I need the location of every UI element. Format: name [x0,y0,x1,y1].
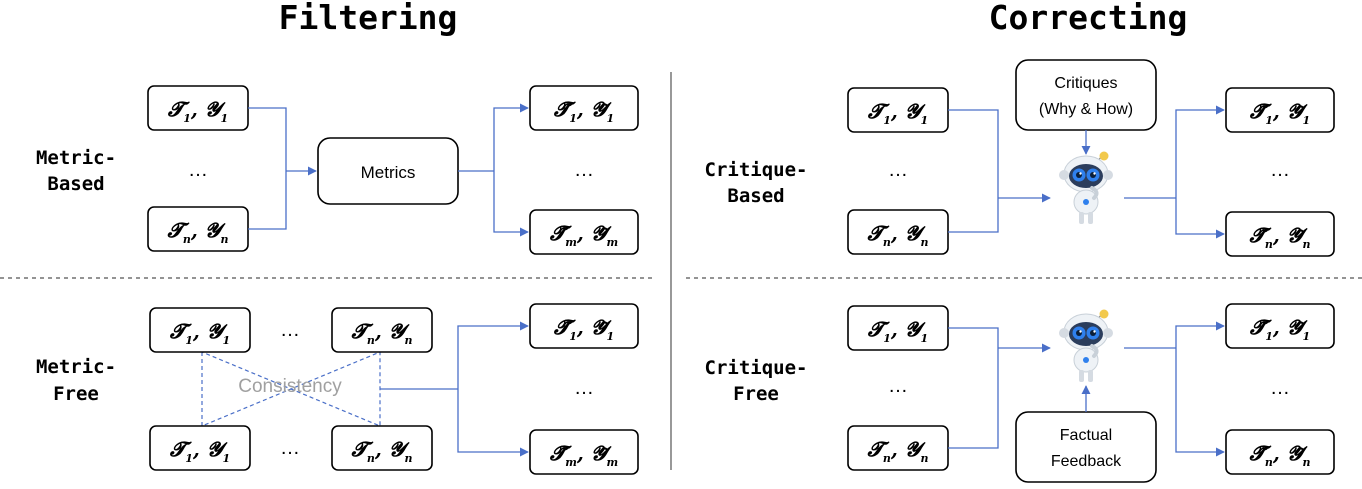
cb-output-dots: … [1270,159,1290,181]
svg-text:𝓣1, 𝓨1: 𝓣1, 𝓨1 [867,317,928,345]
mb-conn-top [248,107,287,171]
cf-output-dots: … [1270,377,1290,399]
svg-text:𝓣̃n, 𝓨̃n: 𝓣̃n, 𝓨̃n [1249,441,1311,469]
cf-input-top-node: 𝓣1, 𝓨1 [847,305,949,351]
mf-conn-out-top [457,321,529,389]
cb-conn-top [948,109,999,198]
metrics-node: Metrics [317,137,459,205]
svg-text:𝓣̃1, 𝓨̃1: 𝓣̃1, 𝓨̃1 [1249,315,1310,343]
metric-based-label-2: Based [47,173,104,195]
svg-text:𝓣n, 𝓨n: 𝓣n, 𝓨n [351,319,413,347]
mf-top-right-node: 𝓣n, 𝓨n [331,307,433,353]
cb-output-bottom-node: 𝓣̃n, 𝓨̃n [1225,211,1335,257]
svg-text:𝓣̃1, 𝓨̃1: 𝓣̃1, 𝓨̃1 [553,315,614,343]
consistency-text: Consistency [238,376,342,397]
critique-based-label-1: Critique- [705,159,808,181]
mf-output-bottom-node: 𝓣̃m, 𝓨̃m [529,429,639,475]
mf-bottom-left-node: 𝓣1, 𝓨1 [149,425,251,471]
cf-conn-out-top [1175,321,1225,348]
svg-text:𝓣n, 𝓨n: 𝓣n, 𝓨n [867,437,929,465]
svg-text:𝓣1, 𝓨1: 𝓣1, 𝓨1 [169,319,230,347]
mb-input-top-node: 𝓣1, 𝓨1 [147,85,249,131]
svg-text:𝓣̃m, 𝓨̃m: 𝓣̃m, 𝓨̃m [549,441,618,469]
mf-top-left-node: 𝓣1, 𝓨1 [149,307,251,353]
svg-text:𝓣n, 𝓨n: 𝓣n, 𝓨n [867,221,929,249]
svg-text:𝓣̃1, 𝓨̃1: 𝓣̃1, 𝓨̃1 [1249,99,1310,127]
mf-top-dots: … [280,319,300,341]
cb-output-top-node: 𝓣̃1, 𝓨̃1 [1225,87,1335,133]
filtering-title: Filtering [279,0,458,37]
metric-based-label-1: Metric- [36,147,116,169]
mf-output-dots: … [574,377,594,399]
svg-text:𝓣1, 𝓨1: 𝓣1, 𝓨1 [867,99,928,127]
mb-output-top-node: 𝓣̃1, 𝓨̃1 [529,85,639,131]
critiques-node: Critiques (Why & How) [1015,59,1157,131]
svg-text:𝓣n, 𝓨n: 𝓣n, 𝓨n [167,218,229,246]
cf-conn-top [948,327,999,348]
robot-icon [1057,149,1115,226]
mf-bottom-right-node: 𝓣n, 𝓨n [331,425,433,471]
cf-conn-out-bottom [1175,348,1225,457]
svg-text:𝓣̃1, 𝓨̃1: 𝓣̃1, 𝓨̃1 [553,97,614,125]
cf-conn-bottom [948,348,999,449]
cf-input-dots: … [888,375,908,397]
critique-free-label-2: Free [733,383,779,405]
cb-input-top-node: 𝓣1, 𝓨1 [847,87,949,133]
svg-text:𝓣1, 𝓨1: 𝓣1, 𝓨1 [167,97,228,125]
cb-conn-bottom [948,198,999,233]
mf-bottom-dots: … [280,437,300,459]
cf-input-bottom-node: 𝓣n, 𝓨n [847,425,949,471]
robot-icon [1057,307,1115,384]
cb-conn-out-bottom [1175,198,1225,239]
cb-input-bottom-node: 𝓣n, 𝓨n [847,209,949,255]
svg-text:𝓣̃n, 𝓨̃n: 𝓣̃n, 𝓨̃n [1249,223,1311,251]
mf-output-top-node: 𝓣̃1, 𝓨̃1 [529,303,639,349]
mb-conn-out-top [493,103,529,171]
cb-input-dots: … [888,159,908,181]
mb-input-dots: … [188,159,208,181]
critique-free-label-1: Critique- [705,357,808,379]
mb-output-dots: … [574,159,594,181]
svg-text:Factual: Factual [1060,427,1112,444]
svg-text:Feedback: Feedback [1051,453,1122,470]
metric-free-label-1: Metric- [36,356,116,378]
factual-feedback-node: Factual Feedback [1015,411,1157,483]
svg-text:𝓣n, 𝓨n: 𝓣n, 𝓨n [351,437,413,465]
correcting-title: Correcting [989,0,1188,37]
cb-conn-out-top [1175,105,1225,198]
cf-output-bottom-node: 𝓣̃n, 𝓨̃n [1225,429,1335,475]
svg-text:Critiques: Critiques [1054,75,1117,92]
svg-text:𝓣1, 𝓨1: 𝓣1, 𝓨1 [169,437,230,465]
mb-conn-out-bottom [493,171,529,237]
mf-conn-out-bottom [457,389,529,457]
mb-input-bottom-node: 𝓣n, 𝓨n [147,206,249,252]
cf-output-top-node: 𝓣̃1, 𝓨̃1 [1225,303,1335,349]
metric-free-label-2: Free [53,383,99,405]
svg-text:(Why & How): (Why & How) [1039,101,1133,118]
critique-based-label-2: Based [727,185,784,207]
mb-output-bottom-node: 𝓣̃m, 𝓨̃m [529,209,639,255]
mb-conn-bottom [248,171,287,230]
svg-text:Metrics: Metrics [361,163,416,182]
